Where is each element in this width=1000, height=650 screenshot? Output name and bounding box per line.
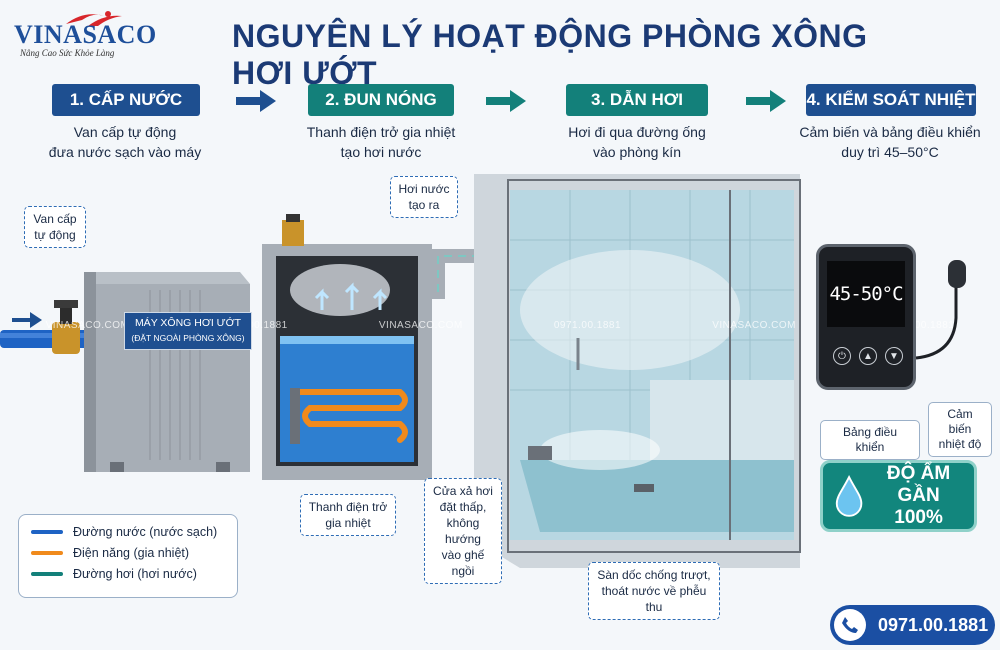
valve-callout-line2: tự động [34, 228, 76, 242]
steam-up-icon [314, 282, 388, 310]
floor [520, 460, 794, 532]
step-3-desc-line2: vào phòng kín [593, 144, 681, 160]
humidity-text: ĐỘ ẨM GẦN 100% [873, 463, 964, 529]
up-icon[interactable]: ▲ [859, 347, 877, 365]
sensor-cable [915, 260, 966, 360]
heater-callout-line2: gia nhiệt [325, 516, 371, 530]
step-2-desc-line2: tạo hơi nước [340, 144, 422, 160]
step-2-desc-line1: Thanh điện trở gia nhiệt [306, 124, 456, 140]
step-1-desc: Van cấp tự động đưa nước sạch vào máy [30, 122, 220, 162]
power-icon[interactable]: ⏻ [833, 347, 851, 365]
phone-icon [834, 609, 866, 641]
brand-name: VINASACO [14, 20, 157, 49]
legend-swatch [31, 551, 63, 555]
steam-vent [528, 446, 552, 460]
steam-callout: Hơi nước tạo ra [390, 176, 458, 218]
sensor-label: Cảm biến nhiệt độ [928, 402, 992, 457]
machine-1-top [84, 272, 250, 284]
step-3-desc: Hơi đi qua đường ống vào phòng kín [540, 122, 734, 162]
heating-element [297, 389, 408, 443]
logo [10, 8, 130, 64]
legend: Đường nước (nước sạch) Điện năng (gia nh… [18, 514, 238, 598]
sensor-icon [948, 260, 966, 288]
watermark-phone: 0971.00.1881 [887, 320, 955, 331]
sensor-label-line1: Cảm biến [947, 407, 973, 436]
step-2-badge: 2. ĐUN NÓNG [308, 84, 454, 116]
arrow-right-icon [236, 90, 276, 112]
valve-body [52, 322, 80, 354]
panel-display: 45-50°C [827, 261, 905, 327]
brand-tagline: Nâng Cao Sức Khỏe Làng [20, 48, 115, 58]
arrow-right-icon [746, 90, 786, 112]
legend-item-water: Đường nước (nước sạch) [31, 525, 225, 539]
humidity-line1: ĐỘ ẨM [886, 463, 951, 484]
control-panel: 45-50°C ⏻ ▲ ▼ [816, 244, 916, 390]
valve-callout: Van cấp tự động [24, 206, 86, 248]
down-icon[interactable]: ▼ [885, 347, 903, 365]
watermark-brand: VINASACO.COM [378, 320, 463, 331]
valve-callout-line1: Van cấp [33, 212, 77, 226]
step-4-desc: Cảm biến và bảng điều khiển duy trì 45–5… [790, 122, 990, 162]
step-4-badge: 4. KIỂM SOÁT NHIỆT [806, 84, 976, 116]
machine-label-line2: (ĐẶT NGOÀI PHÒNG XÔNG) [131, 333, 245, 343]
floor-callout-line2: thoát nước về phễu thu [601, 584, 707, 614]
sensor-label-line2: nhiệt độ [938, 437, 982, 451]
legend-item-power: Điện năng (gia nhiệt) [31, 546, 225, 560]
vent-callout-line3: không hướng [445, 516, 481, 546]
heater-callout: Thanh điện trở gia nhiệt [300, 494, 396, 536]
machine-label: MÁY XÔNG HƠI ƯỚT (ĐẶT NGOÀI PHÒNG XÔNG) [124, 312, 252, 350]
phone-button[interactable]: 0971.00.1881 [830, 605, 995, 645]
steam-callout-line1: Hơi nước [398, 182, 450, 196]
drain-icon [634, 484, 654, 492]
step-4-desc-line2: duy trì 45–50°C [841, 144, 939, 160]
step-1-desc-line1: Van cấp tự động [73, 124, 177, 140]
legend-swatch [31, 530, 63, 534]
bench [650, 380, 794, 460]
vent-callout-line1: Cửa xả hơi [433, 484, 493, 498]
system-illustration [0, 174, 801, 568]
heater-callout-line1: Thanh điện trở [308, 500, 388, 514]
step-4-desc-line1: Cảm biến và bảng điều khiển [799, 124, 981, 140]
step-2-desc: Thanh điện trở gia nhiệt tạo hơi nước [284, 122, 478, 162]
watermark-row: VINASACO.COM 0971.00.1881 VINASACO.COM 0… [0, 320, 1000, 331]
inlet-arrow-icon [12, 312, 42, 328]
watermark-brand: VINASACO.COM [45, 320, 130, 331]
arrow-right-icon [486, 90, 526, 112]
page-title: NGUYÊN LÝ HOẠT ĐỘNG PHÒNG XÔNG HƠI ƯỚT [232, 18, 868, 91]
legend-item-steam: Đường hơi (hơi nước) [31, 567, 225, 581]
legend-label: Điện năng (gia nhiệt) [73, 546, 190, 560]
step-3-badge: 3. DẪN HƠI [566, 84, 708, 116]
water-tank [280, 336, 414, 462]
legend-label: Đường hơi (hơi nước) [73, 567, 197, 581]
watermark-phone: 0971.00.1881 [220, 320, 288, 331]
vent-callout-line4: vào ghế ngồi [441, 548, 485, 578]
vent-callout-line2: đặt thấp, [439, 500, 487, 514]
phone-number: 0971.00.1881 [878, 614, 989, 635]
floor-callout: Sàn dốc chống trượt, thoát nước về phễu … [588, 562, 720, 620]
floor-callout-line1: Sàn dốc chống trượt, [597, 568, 711, 582]
humidity-badge: ĐỘ ẨM GẦN 100% [820, 460, 977, 532]
legend-label: Đường nước (nước sạch) [73, 525, 218, 539]
steam-callout-line2: tạo ra [408, 198, 440, 212]
water-drop-icon [835, 474, 863, 517]
vent-callout: Cửa xả hơi đặt thấp, không hướng vào ghế… [424, 478, 502, 584]
humidity-line2: GẦN 100% [894, 485, 943, 528]
step-1-desc-line2: đưa nước sạch vào máy [48, 144, 202, 160]
step-3-desc-line1: Hơi đi qua đường ống [568, 124, 706, 140]
legend-swatch [31, 572, 63, 576]
panel-label: Bảng điều khiển [820, 420, 920, 460]
logo-swoosh-icon [66, 11, 122, 26]
machine-label-line1: MÁY XÔNG HƠI ƯỚT [134, 317, 242, 329]
watermark-brand: VINASACO.COM [712, 320, 796, 331]
step-1-badge: 1. CẤP NƯỚC [52, 84, 200, 116]
watermark-phone: 0971.00.1881 [553, 320, 622, 331]
